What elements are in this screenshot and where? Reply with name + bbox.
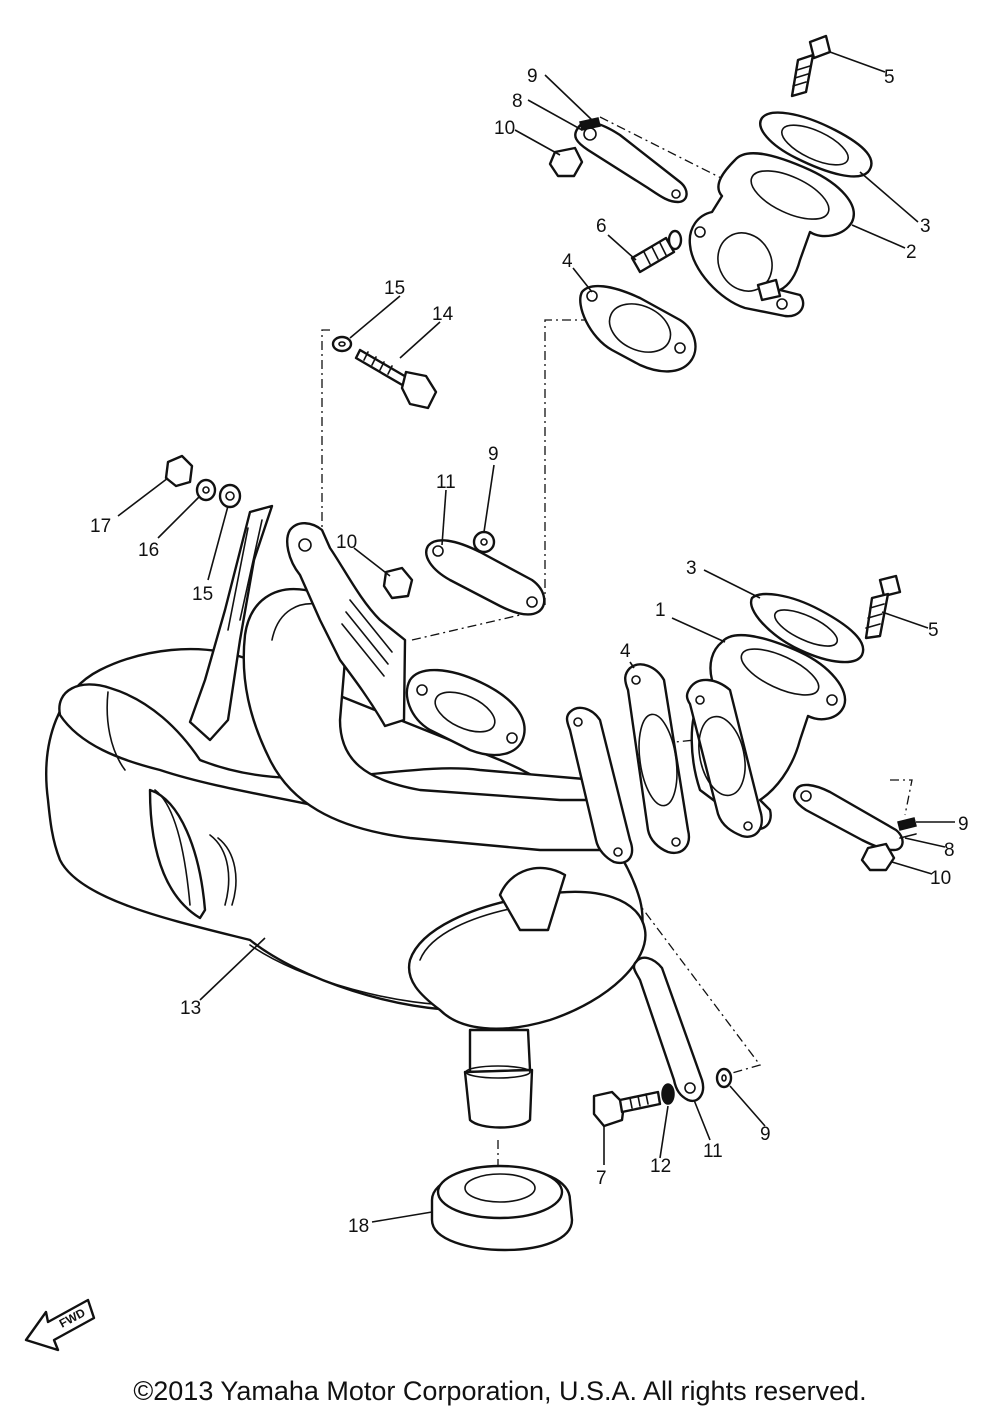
- callout-4-upper: 4: [562, 251, 573, 272]
- callout-8-upper: 8: [512, 91, 523, 112]
- callout-9-right: 9: [958, 814, 969, 835]
- callout-15-upper: 15: [384, 278, 405, 299]
- tailpipe: [463, 1028, 534, 1129]
- callout-6: 6: [596, 216, 607, 237]
- front-flange-muffler: [405, 668, 526, 757]
- callout-1: 1: [655, 600, 666, 621]
- callout-8-lower: 8: [944, 840, 955, 861]
- stay-11-upper: [425, 530, 546, 616]
- callout-9-lower: 9: [760, 1124, 771, 1145]
- gasket-4-upper: [579, 284, 697, 373]
- fwd-arrow-icon: FWD: [24, 1298, 96, 1352]
- callout-3-upper: 3: [920, 216, 931, 237]
- callout-4-lower: 4: [620, 641, 631, 662]
- stay-upper: [574, 121, 688, 204]
- manifold-flange-upper: [688, 151, 855, 318]
- bolt-7: [592, 1090, 662, 1128]
- hardware-17-16-15: [164, 454, 242, 509]
- nut-10-middle: [382, 566, 414, 600]
- callout-9-middle: 9: [488, 444, 499, 465]
- callout-11-lower: 11: [703, 1141, 723, 1162]
- tail-cap: [407, 866, 647, 1030]
- gasket-4-lower: [624, 663, 691, 855]
- callout-10-upper: 10: [494, 118, 515, 139]
- callout-10-middle: 10: [336, 532, 357, 553]
- manifold-flange-lower: [685, 678, 763, 838]
- gasket-3-lower: [749, 592, 865, 664]
- stay-lower-right: [792, 783, 917, 872]
- gasket-upper: [759, 111, 873, 178]
- washer-9-lower: [715, 1067, 733, 1089]
- callout-2: 2: [906, 242, 917, 263]
- callout-14: 14: [432, 304, 454, 325]
- callout-15-left: 15: [192, 584, 213, 605]
- callout-7: 7: [596, 1168, 607, 1189]
- stud-6: [630, 229, 683, 274]
- stay-11-lower: [632, 956, 705, 1103]
- muffler-bracket: [286, 522, 407, 728]
- leader-lines: [117, 51, 955, 1223]
- callout-labels: 5 9 8 10 3 2 6 4 15 14 9 11 17 16 15 10 …: [90, 66, 969, 1237]
- callout-13: 13: [180, 998, 201, 1019]
- callout-18: 18: [348, 1216, 369, 1237]
- callout-3-lower: 3: [686, 558, 697, 579]
- callout-16: 16: [138, 540, 159, 561]
- callout-12: 12: [650, 1156, 671, 1177]
- washer-15-upper: [331, 335, 353, 353]
- grommet-18: [430, 1164, 574, 1252]
- stud-upper: [790, 34, 832, 98]
- callout-5-lower: 5: [928, 620, 939, 641]
- callout-9-upper: 9: [527, 66, 538, 87]
- outlet-flange-right: [565, 706, 634, 865]
- callout-17: 17: [90, 516, 111, 537]
- callout-5-upper: 5: [884, 67, 895, 88]
- callout-11-upper: 11: [436, 472, 456, 493]
- bolt-14: [354, 348, 438, 410]
- washer-12: [661, 1083, 675, 1105]
- copyright-notice: ©2013 Yamaha Motor Corporation, U.S.A. A…: [133, 1376, 867, 1406]
- stud-5-lower: [864, 574, 902, 640]
- callout-10-lower: 10: [930, 868, 951, 889]
